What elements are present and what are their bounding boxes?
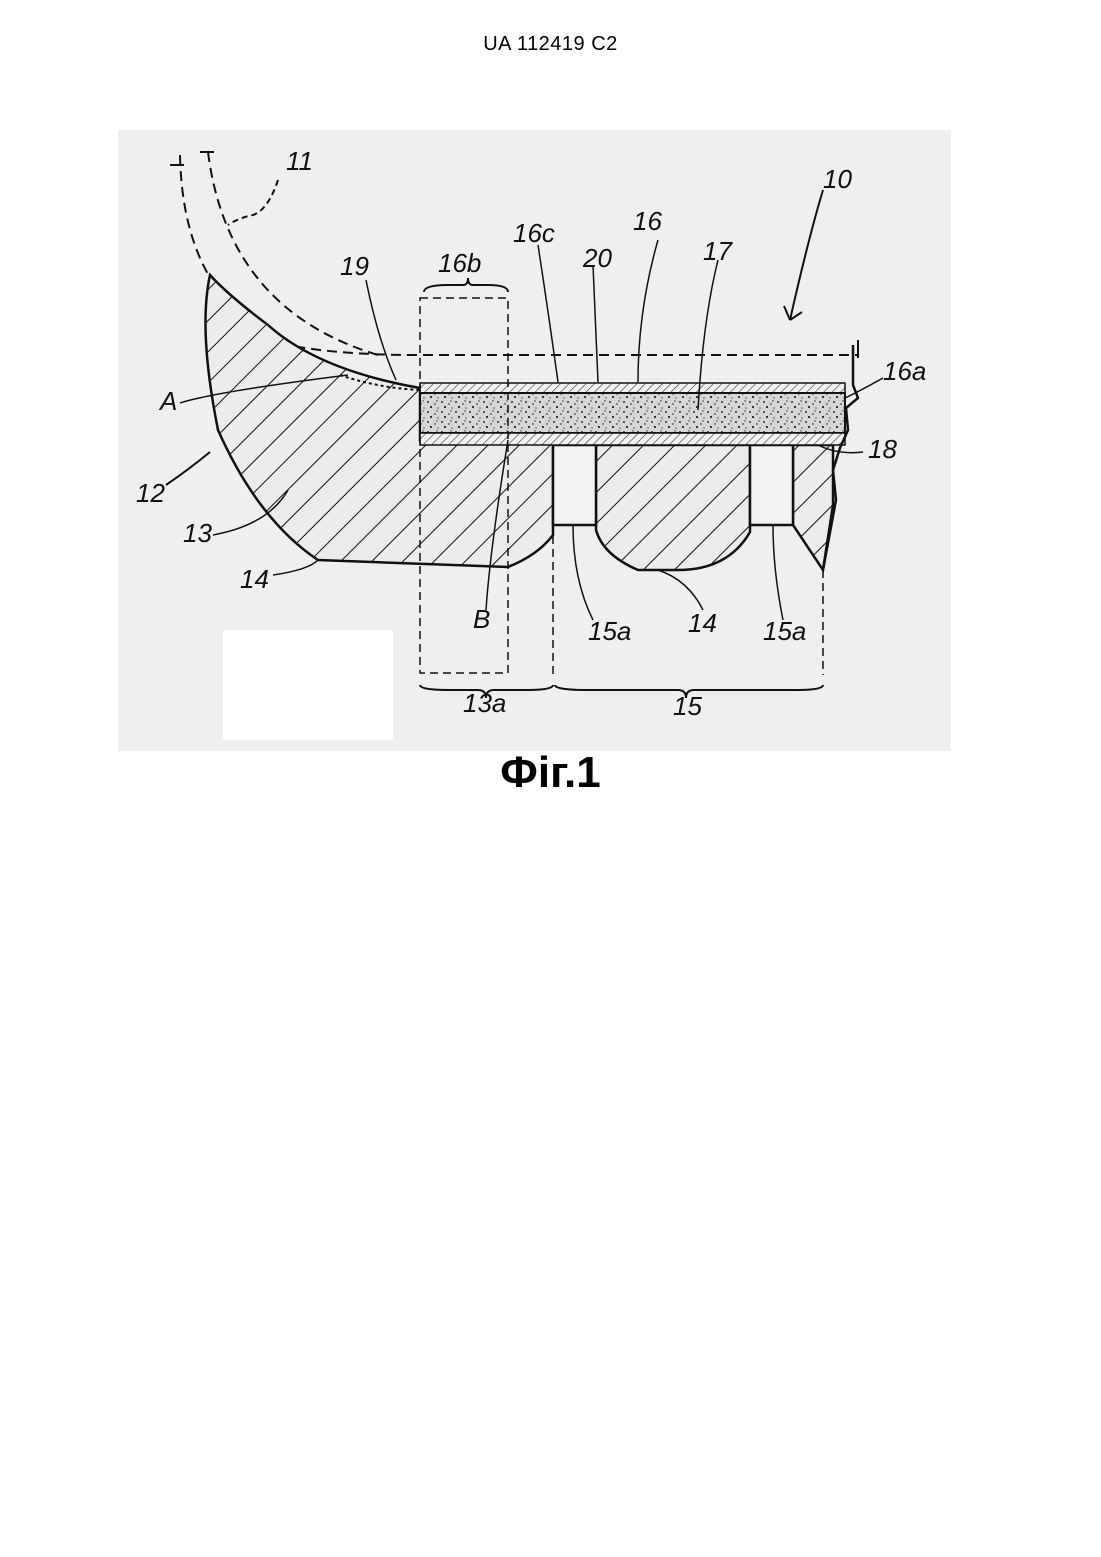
dashed-outline-11 [180,155,858,355]
patent-figure: 10 11 12 13 14 14 13a 15 15a 15a 16 16a … [118,130,951,751]
label-16b: 16b [438,248,481,278]
figure-caption: Фіг.1 [0,748,1101,798]
layer-18 [420,433,845,445]
label-19: 19 [340,251,369,281]
label-16c: 16c [513,218,555,248]
document-id: UA 112419 C2 [0,33,1101,56]
label-B: B [473,604,490,634]
label-16: 16 [633,206,662,236]
layer-17 [420,393,845,433]
cross-section-drawing: 10 11 12 13 14 14 13a 15 15a 15a 16 16a … [118,130,951,751]
label-15: 15 [673,691,702,721]
label-20: 20 [582,243,612,273]
label-15a-1: 15a [588,616,631,646]
label-10: 10 [823,164,852,194]
label-12: 12 [136,478,165,508]
block-14 [596,445,750,570]
groove-15a-1 [553,445,596,525]
blank-patch [223,630,393,740]
label-13: 13 [183,518,212,548]
label-13a: 13a [463,688,506,718]
label-15a-2: 15a [763,616,806,646]
label-17: 17 [703,236,733,266]
label-18: 18 [868,434,897,464]
layer-20 [420,383,845,393]
label-14-right: 14 [688,608,717,638]
label-11: 11 [286,146,313,176]
groove-15a-2 [750,445,793,525]
label-16a: 16a [883,356,926,386]
label-A: A [158,386,177,416]
label-14-left: 14 [240,564,269,594]
